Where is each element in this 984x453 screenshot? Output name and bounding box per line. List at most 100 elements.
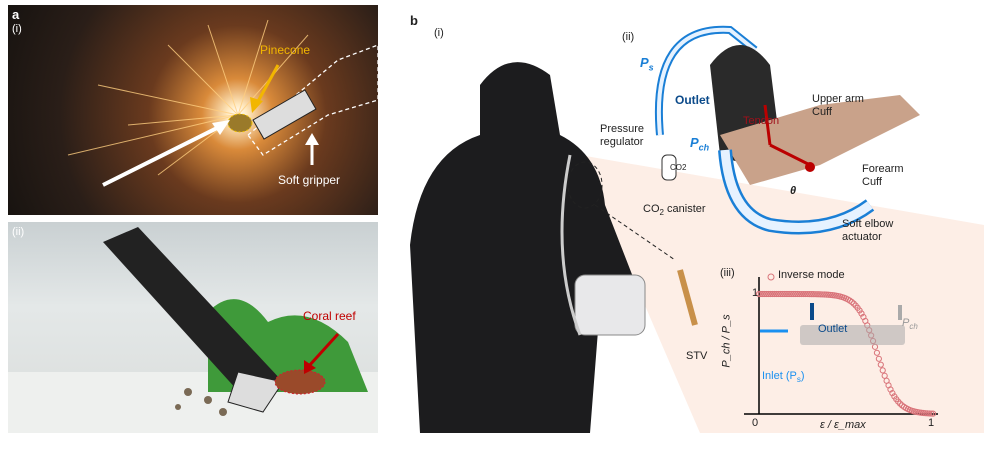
data-point [811, 291, 819, 298]
data-point [798, 290, 805, 298]
stv-cross-section [800, 325, 905, 345]
stv-label: STV [686, 350, 708, 362]
data-point [806, 291, 813, 298]
data-point [763, 290, 770, 298]
data-point [821, 291, 828, 298]
data-point [922, 410, 929, 417]
x-tick-0: 0 [752, 417, 759, 429]
y-tick-1: 1 [752, 287, 759, 299]
sub-ii-label: (ii) [12, 226, 25, 238]
data-point [877, 361, 884, 368]
ps-sub: s [648, 62, 654, 73]
x-tick-1: 1 [928, 417, 935, 429]
stv-pch-label: Pch [902, 317, 918, 331]
data-point [769, 290, 776, 298]
photo-welding-sparks: a (i) Pinecone Soft gripper [8, 5, 378, 215]
data-point [761, 290, 768, 298]
data-point [773, 290, 780, 298]
y-axis-label: P_ch / P_s [720, 314, 733, 368]
aquarium-illustration [8, 227, 378, 433]
data-point [792, 290, 799, 298]
data-point [879, 367, 886, 374]
data-point [856, 307, 863, 314]
ua-line2: Cuff [812, 106, 832, 118]
pinecone-label: Pinecone [260, 43, 311, 57]
data-point [873, 349, 881, 356]
data-point [788, 290, 795, 298]
panel-b-illustration [410, 25, 984, 433]
data-point [808, 291, 815, 298]
data-point [848, 298, 855, 306]
x-axis-label: ε / ε_max [820, 419, 866, 431]
inlet-sub: s [796, 375, 801, 385]
co2-bottle-label: CO2 [670, 163, 687, 172]
data-point [819, 291, 826, 298]
canister-text: canister [663, 203, 706, 215]
data-point [813, 291, 821, 298]
inlet-text: Inlet (P [762, 370, 797, 382]
stv-outlet-label: Outlet [818, 323, 848, 335]
data-point [850, 300, 857, 307]
data-point [779, 290, 786, 298]
data-point [897, 400, 904, 407]
data-point [757, 290, 765, 298]
legend-marker [767, 273, 775, 281]
data-point [929, 410, 937, 417]
inlet-label: Inlet (Ps) [762, 370, 805, 384]
data-point [771, 290, 778, 298]
pch-sub: ch [698, 142, 710, 153]
data-point [858, 310, 865, 317]
data-point [782, 290, 790, 298]
data-point [775, 290, 782, 298]
person-in-black [410, 62, 640, 433]
data-point [755, 290, 763, 298]
sea-line1: Soft elbow [842, 218, 894, 230]
data-point [784, 290, 792, 298]
data-point [823, 291, 830, 298]
data-point [781, 290, 788, 298]
data-point [926, 410, 933, 417]
co2-canister-label: CO2 canister [643, 203, 706, 217]
sub-b-ii-label: (ii) [622, 31, 635, 43]
data-point [767, 290, 774, 298]
fa-line2: Cuff [862, 176, 882, 188]
data-point [815, 291, 823, 298]
pch-label: Pch [690, 135, 709, 153]
sparks-illustration [67, 19, 378, 187]
data-point [800, 290, 807, 298]
stv-pch-text: P [902, 317, 910, 329]
data-point [802, 290, 809, 298]
coral-reef-label: Coral reef [303, 309, 356, 323]
sub-b-iii-label: (iii) [720, 267, 735, 279]
data-point [875, 355, 882, 362]
data-point [825, 291, 832, 298]
photo-aquarium: (ii) Coral reef [8, 222, 378, 433]
soft-gripper-label: Soft gripper [278, 173, 341, 187]
pr-line1: Pressure [600, 123, 645, 135]
ua-line1: Upper arm [812, 93, 864, 105]
sub-i-label: (i) [12, 23, 22, 35]
data-point [804, 290, 811, 298]
ps-text: P [640, 55, 649, 70]
outlet-label: Outlet [675, 93, 710, 107]
data-point [817, 291, 824, 298]
data-point [927, 410, 935, 417]
co-sub: 2 [659, 208, 664, 218]
data-point [786, 290, 794, 298]
legend-label: Inverse mode [778, 269, 845, 281]
pr-line2: regulator [600, 136, 644, 148]
theta-label: θ [790, 185, 797, 197]
fa-line1: Forearm [862, 163, 904, 175]
co-text: CO [643, 203, 660, 215]
data-point [790, 290, 797, 298]
panel-b-letter: b [410, 13, 418, 28]
inlet-close: ) [800, 370, 805, 382]
sea-line2: actuator [842, 231, 882, 243]
panel-a-letter: a [12, 7, 20, 22]
tendon-label: Tendon [743, 115, 780, 127]
data-point [765, 290, 772, 298]
sub-b-i-label: (i) [434, 27, 444, 39]
